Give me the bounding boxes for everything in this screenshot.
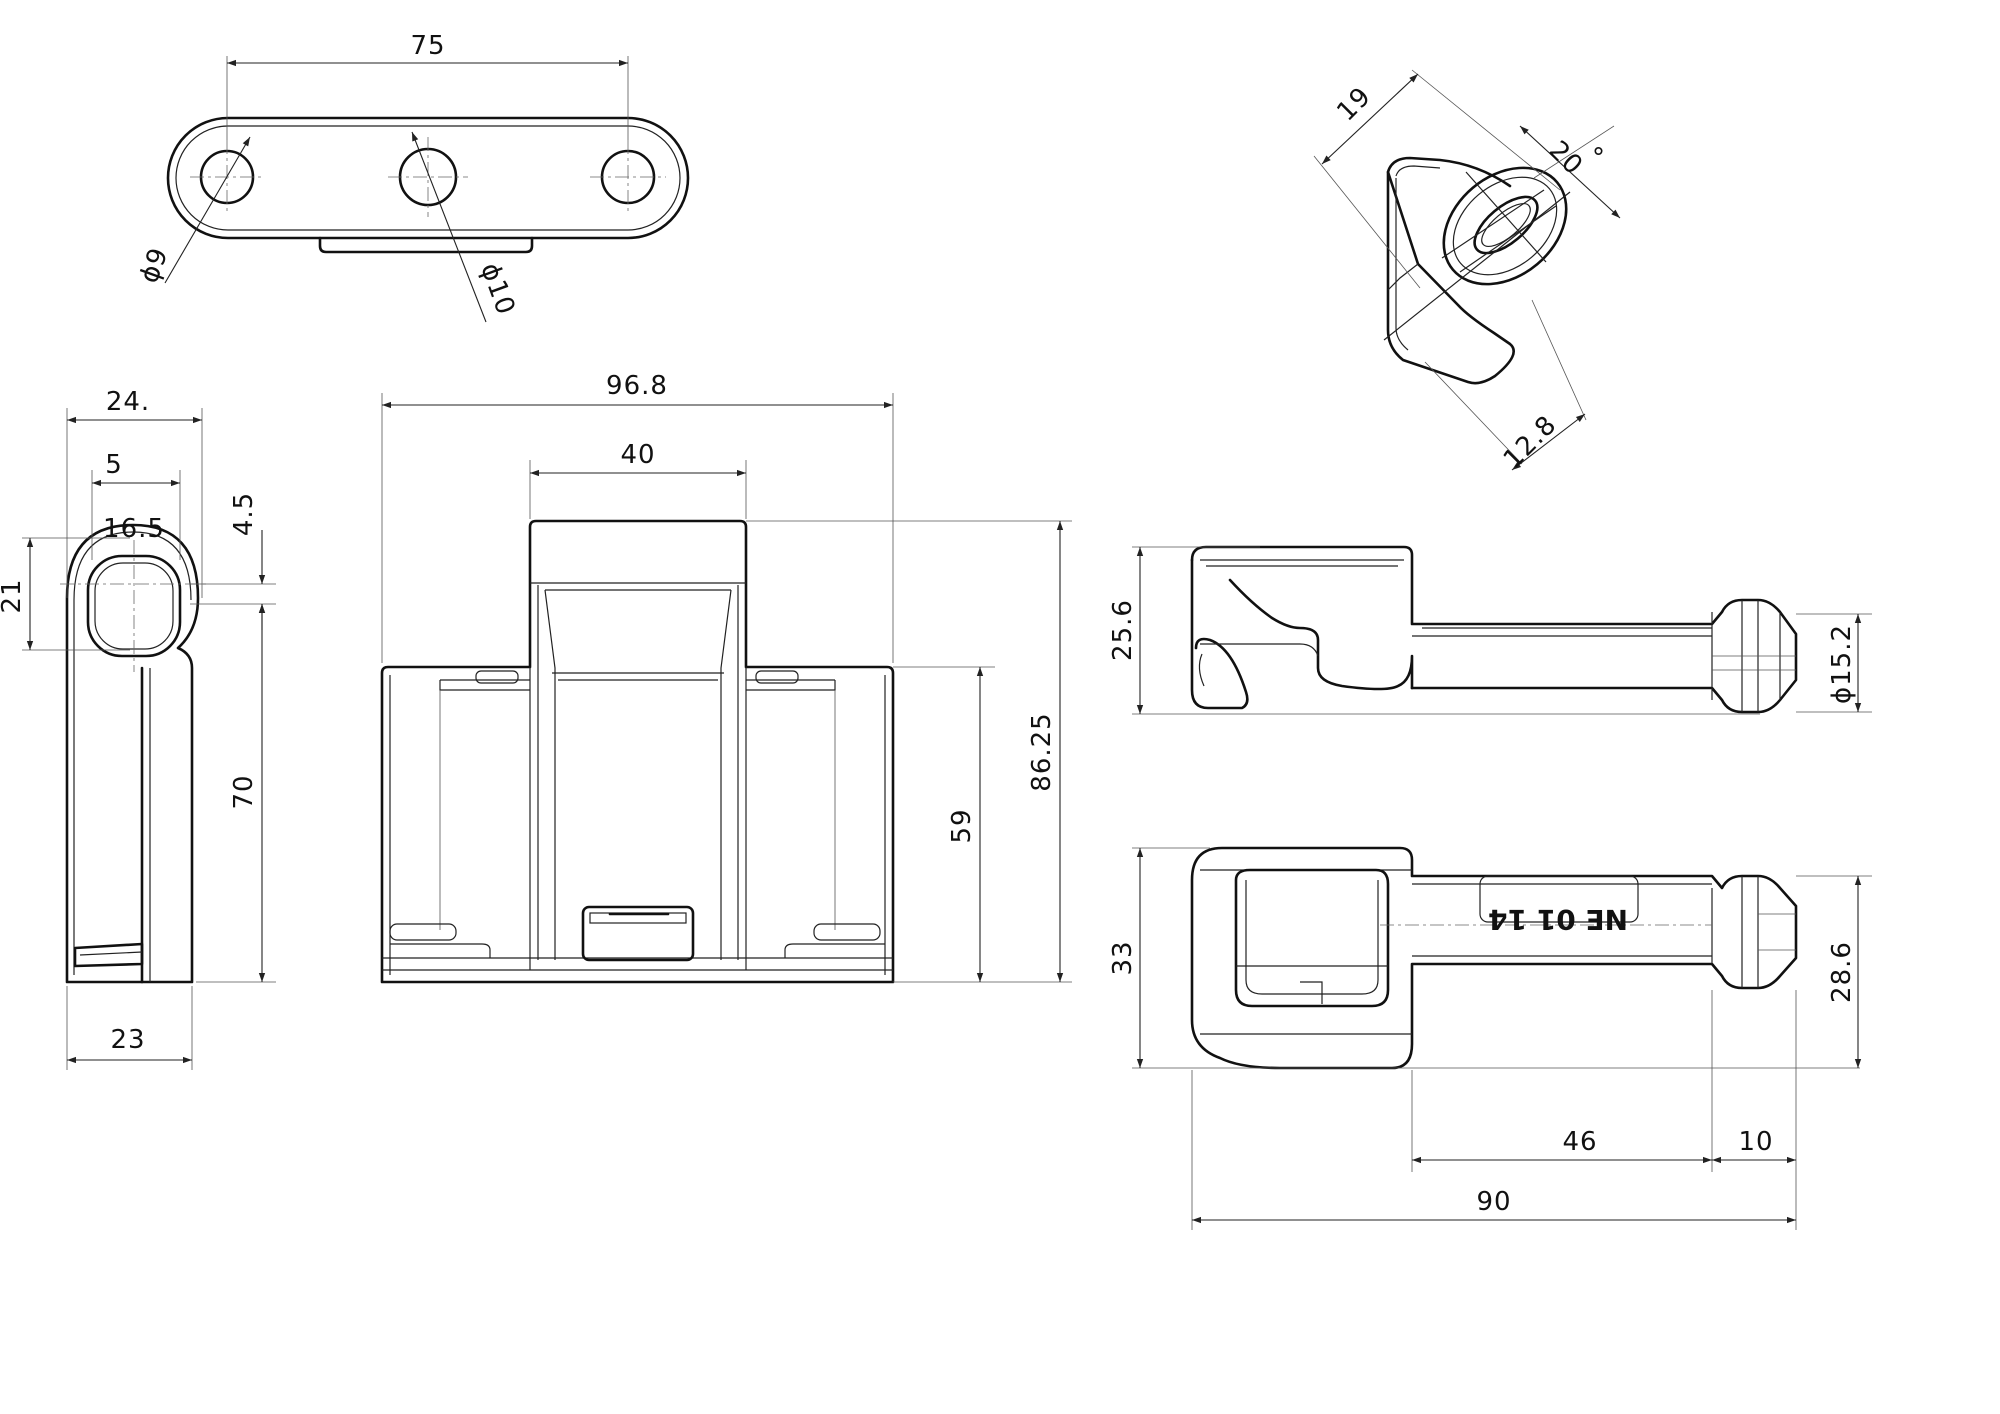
dim-right2-diameter: 28.6 [1827, 941, 1857, 1003]
front-view: 96.8 40 59 86.25 [380, 371, 1072, 984]
dim-side-inner-width: 5 [105, 450, 123, 480]
top-hook-outline [1190, 846, 1798, 1070]
dim-right2-10: 10 [1738, 1127, 1773, 1157]
dim-iso-12-8: 12.8 [1498, 410, 1563, 475]
dim-right2-46: 46 [1562, 1127, 1597, 1157]
dim-side-oval-width: 16.5 [103, 514, 165, 544]
iso-boss-slot [1473, 195, 1539, 255]
dim-front-top-width: 40 [620, 440, 655, 470]
dim-side-bottom-width: 23 [110, 1025, 145, 1055]
front-window [581, 905, 695, 962]
dim-side-offset: 4.5 [229, 492, 259, 536]
right-view-top: NE 01 14 33 28.6 46 10 90 [1108, 846, 1872, 1230]
side-foot [73, 942, 144, 968]
top-view: 75 ϕ9 ϕ10 [134, 31, 690, 323]
dim-right1-height: 25.6 [1108, 599, 1138, 661]
dim-side-height: 70 [229, 774, 259, 809]
iso-body-upper [1386, 156, 1512, 188]
iso-view: 19 20 ° 12.8 [1313, 69, 1621, 475]
dim-front-total-height: 86.25 [1027, 712, 1057, 791]
iso-body-lower [1386, 170, 1515, 385]
dim-iso-19: 19 [1331, 81, 1377, 127]
side-view: 24. 5 16.5 21 4.5 70 23 [0, 387, 276, 1070]
part-marking: NE 01 14 [1488, 903, 1628, 936]
dim-iso-angle-unit: ° [1592, 143, 1606, 173]
dim-right1-diameter: ϕ15.2 [1827, 624, 1857, 704]
front-view-outline [380, 519, 895, 984]
dim-hole-small: ϕ9 [134, 243, 174, 287]
dim-side-top-width: 24. [106, 387, 150, 417]
top-hook-pocket [1234, 868, 1390, 1008]
profile-outline-top [1190, 545, 1798, 714]
side-view-outline [65, 523, 200, 984]
side-oval-slot [86, 554, 182, 658]
dim-right2-height: 33 [1108, 940, 1138, 975]
top-view-lug [318, 236, 534, 254]
dim-side-oval-height: 21 [0, 578, 27, 613]
dim-top-width: 75 [410, 31, 445, 61]
dim-front-height: 59 [947, 808, 977, 843]
dim-front-width: 96.8 [606, 371, 668, 401]
dim-right2-90: 90 [1476, 1187, 1511, 1217]
top-view-outline [166, 116, 690, 240]
right-view-profile: 25.6 ϕ15.2 [1108, 545, 1872, 715]
